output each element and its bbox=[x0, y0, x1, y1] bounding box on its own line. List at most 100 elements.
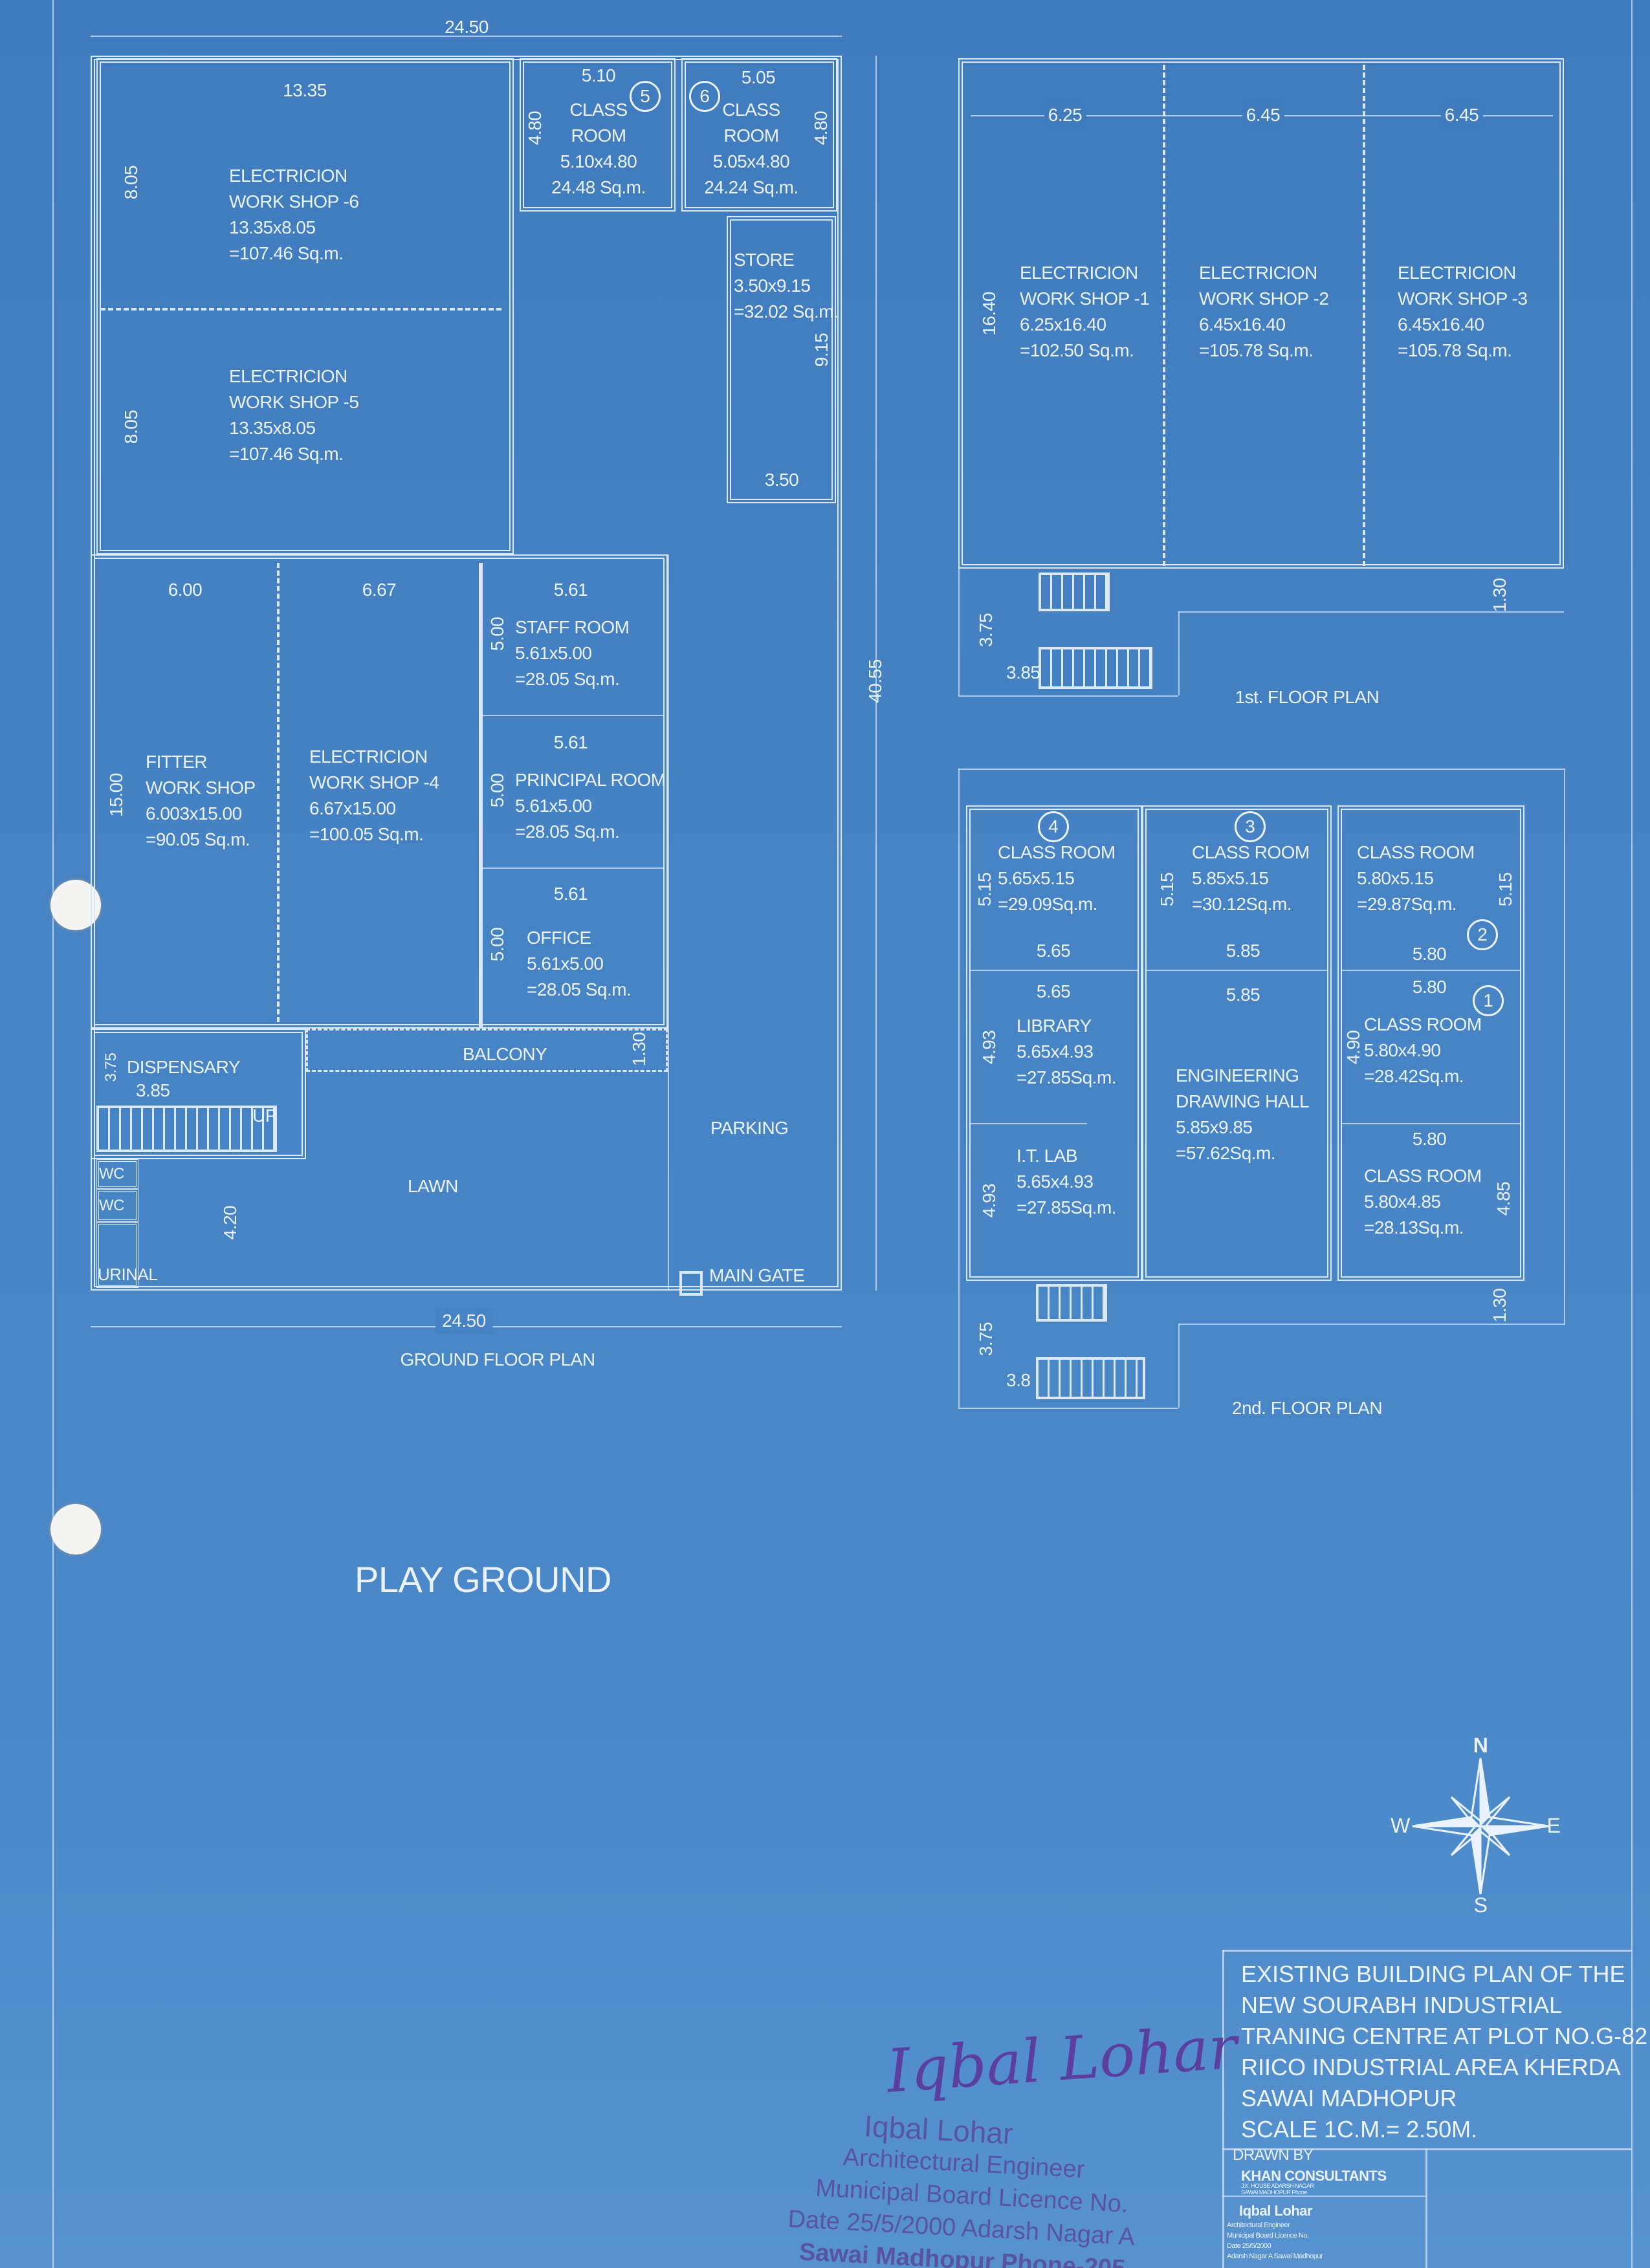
stair-up-label: UP bbox=[252, 1106, 277, 1126]
punch-hole bbox=[50, 1504, 101, 1554]
margin-line bbox=[1631, 0, 1633, 2268]
dim: 5.80 bbox=[1412, 944, 1447, 964]
dim: 5.61 bbox=[553, 580, 588, 600]
dim: 1.30 bbox=[629, 1032, 649, 1067]
balcony bbox=[306, 1029, 668, 1072]
room-number-badge: 2 bbox=[1467, 919, 1498, 950]
dim: 5.61 bbox=[553, 732, 588, 752]
dim: 5.65 bbox=[1036, 981, 1071, 1001]
wc-1 bbox=[96, 1159, 138, 1189]
dim: 3.75 bbox=[102, 1052, 120, 1082]
wc-label: WC bbox=[99, 1165, 124, 1183]
room-class-5 bbox=[520, 58, 676, 212]
dim: 16.40 bbox=[979, 292, 999, 336]
balcony-label: BALCONY bbox=[463, 1044, 547, 1064]
dim: 6.00 bbox=[168, 580, 203, 600]
margin-line bbox=[52, 0, 54, 2268]
staircase bbox=[96, 1106, 277, 1152]
dim: 3.50 bbox=[764, 470, 799, 490]
parking-label: PARKING bbox=[710, 1118, 789, 1138]
dim-width-bottom: 24.50 bbox=[435, 1308, 492, 1334]
dim: 6.67 bbox=[362, 580, 397, 600]
dim: 5.00 bbox=[487, 616, 507, 651]
staircase bbox=[1039, 572, 1110, 611]
dim: 3.75 bbox=[976, 1322, 996, 1357]
room-number-badge: 3 bbox=[1235, 811, 1266, 842]
dim: 6.45 bbox=[1440, 102, 1483, 128]
engineer-name: Iqbal Lohar bbox=[1239, 2203, 1313, 2219]
play-ground-label: PLAY GROUND bbox=[355, 1559, 611, 1600]
dim: 3.75 bbox=[976, 613, 996, 648]
dim: 4.85 bbox=[1493, 1181, 1513, 1216]
staircase bbox=[1036, 1357, 1145, 1399]
dim: 1.30 bbox=[1490, 1288, 1510, 1323]
lawn-label: LAWN bbox=[408, 1176, 458, 1196]
room-number-badge: 6 bbox=[689, 81, 720, 112]
dim: 5.15 bbox=[1495, 872, 1515, 907]
dim: 5.85 bbox=[1226, 941, 1260, 961]
title-text: EXISTING BUILDING PLAN OF THE NEW SOURAB… bbox=[1241, 1959, 1647, 2145]
dim: 8.05 bbox=[121, 409, 141, 444]
compass-west: W bbox=[1391, 1814, 1410, 1837]
dim: 3.85 bbox=[136, 1080, 170, 1100]
dim: 5.85 bbox=[1226, 985, 1260, 1005]
dim: 5.65 bbox=[1036, 941, 1071, 961]
wc-label: WC bbox=[99, 1197, 124, 1214]
plan-title: 1st. FLOOR PLAN bbox=[1235, 687, 1380, 707]
dim: 8.05 bbox=[121, 165, 141, 200]
dim: 4.93 bbox=[979, 1030, 999, 1065]
dim: 5.15 bbox=[1157, 872, 1177, 907]
dim: 5.80 bbox=[1412, 1129, 1447, 1149]
room-dispensary bbox=[91, 1029, 306, 1159]
urinal bbox=[96, 1222, 138, 1288]
firm-name: KHAN CONSULTANTS bbox=[1241, 2168, 1387, 2184]
room-class-6 bbox=[681, 58, 837, 212]
room-store bbox=[727, 216, 836, 503]
dim-width-top: 24.50 bbox=[445, 17, 489, 37]
dim: 5.61 bbox=[553, 884, 588, 904]
engineer-stamp: Iqbal Lohar Architectural Engineer Munic… bbox=[787, 2109, 1136, 2268]
dim: 3.85 bbox=[1006, 662, 1040, 682]
dim: 6.25 bbox=[1044, 102, 1086, 128]
drawn-by-label: DRAWN BY bbox=[1233, 2146, 1314, 2164]
room-number-badge: 5 bbox=[630, 81, 661, 112]
dim: 4.90 bbox=[1343, 1030, 1363, 1065]
main-gate-label: MAIN GATE bbox=[709, 1265, 805, 1285]
compass-east: E bbox=[1546, 1814, 1561, 1837]
scale-label: SCALE 1C.M.= 2.50M. bbox=[1241, 2116, 1478, 2143]
workshop-5-6-block bbox=[96, 58, 514, 554]
dim: 13.35 bbox=[283, 80, 327, 100]
plan-title: GROUND FLOOR PLAN bbox=[400, 1349, 595, 1369]
dim: 5.15 bbox=[974, 872, 995, 907]
staircase bbox=[1036, 1284, 1107, 1322]
dim: 1.30 bbox=[1490, 578, 1510, 613]
compass-south: S bbox=[1473, 1893, 1488, 1917]
first-floor-block bbox=[958, 58, 1564, 569]
dim-depth: 40.55 bbox=[865, 659, 885, 703]
dim: 5.80 bbox=[1412, 977, 1447, 997]
room-number-badge: 4 bbox=[1038, 811, 1069, 842]
dim: 5.05 bbox=[741, 67, 776, 87]
dim: 4.93 bbox=[979, 1183, 999, 1218]
compass-north: N bbox=[1473, 1734, 1488, 1757]
dim: 9.15 bbox=[811, 333, 831, 367]
